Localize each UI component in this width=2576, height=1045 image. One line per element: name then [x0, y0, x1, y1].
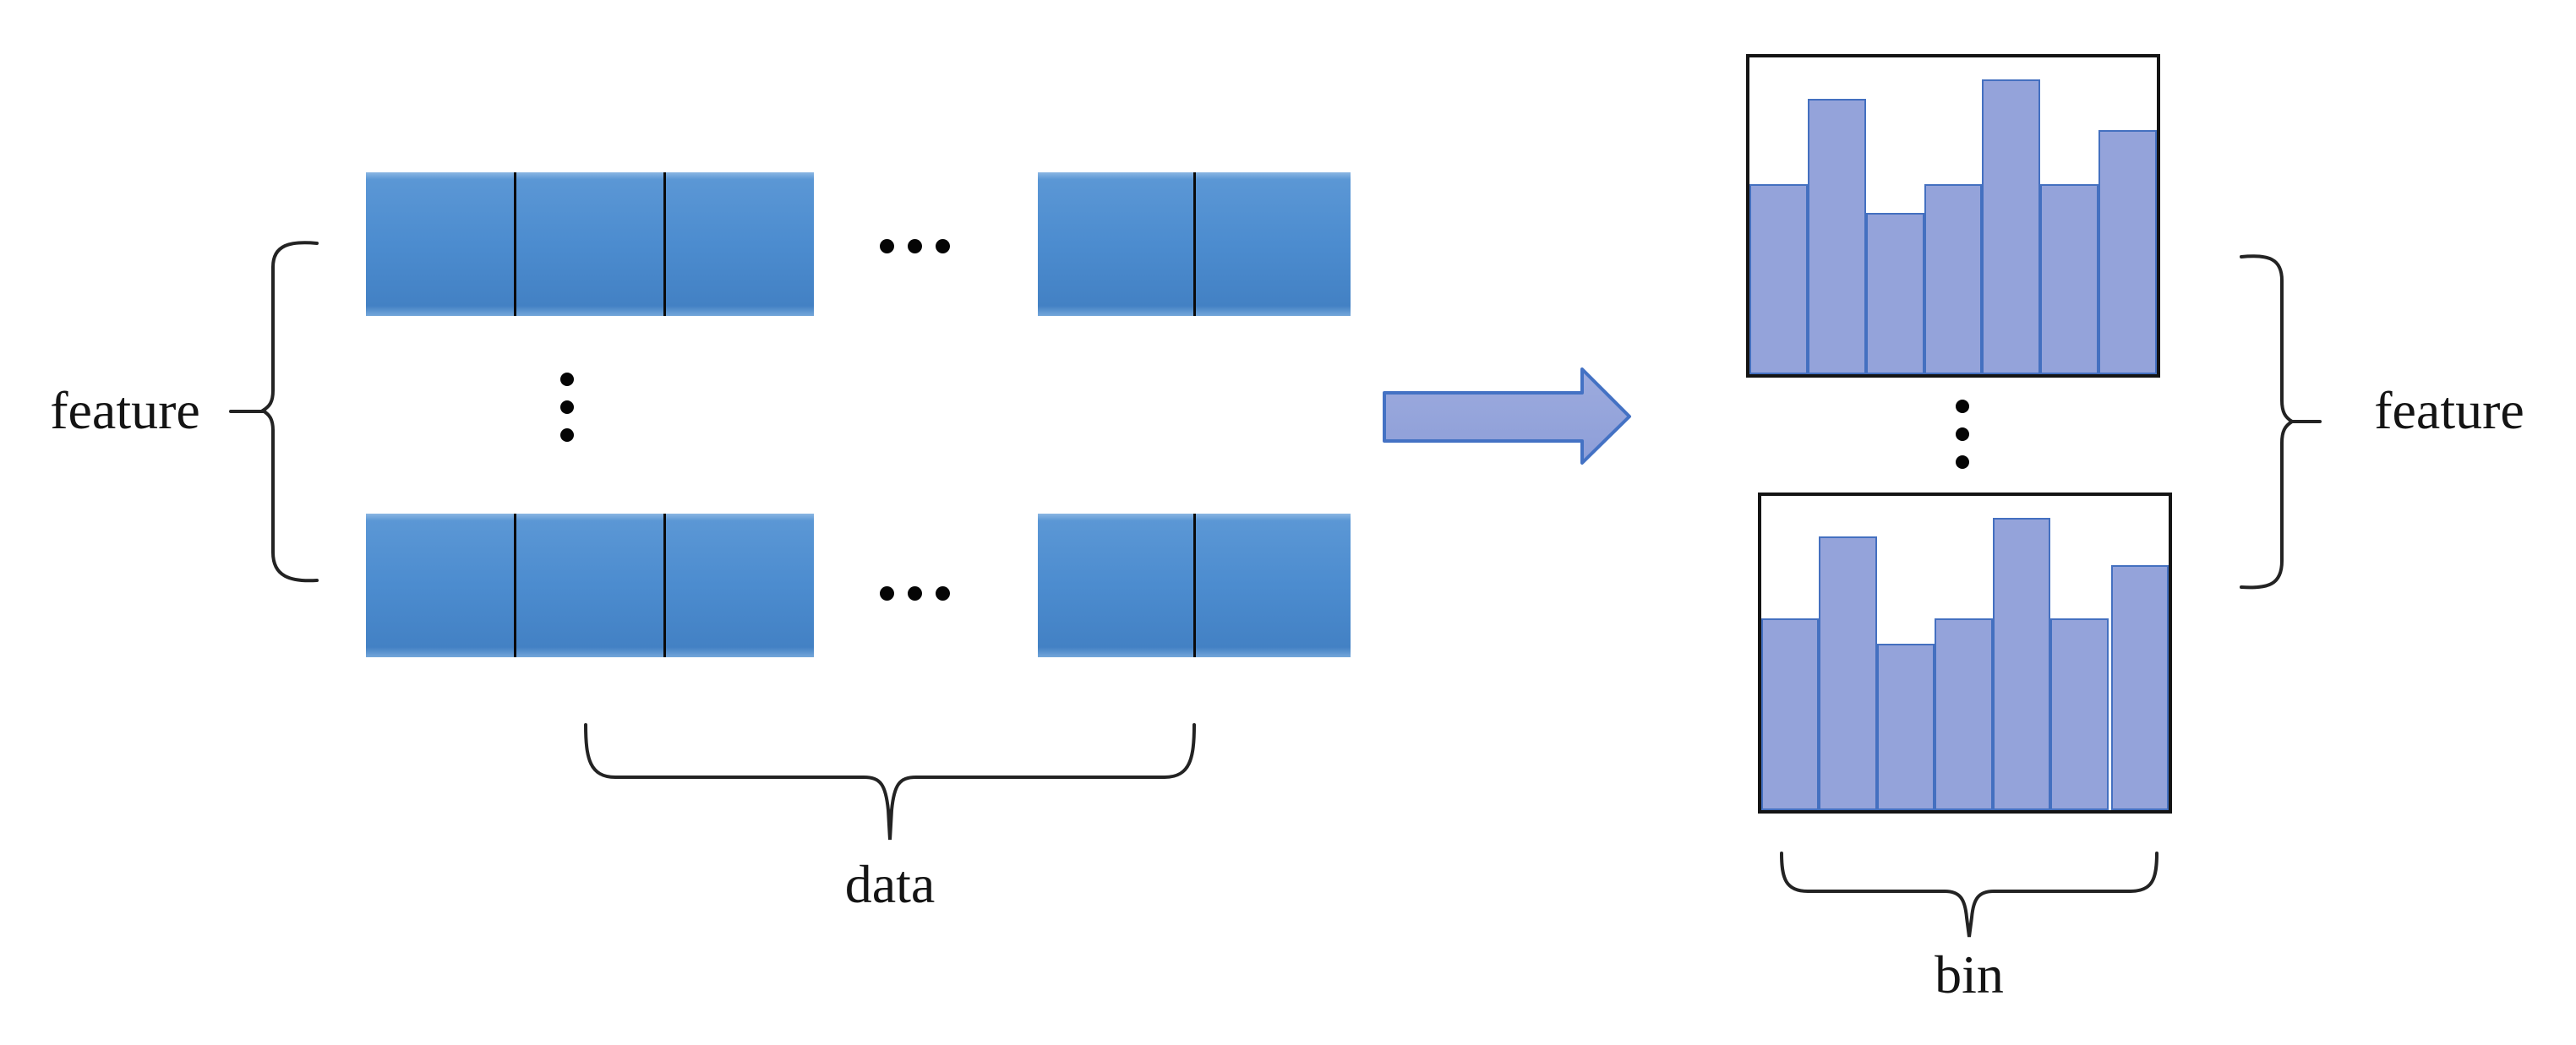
data-brace: [584, 723, 1196, 841]
histogram-bar: [1749, 184, 1808, 374]
histogram-bar: [2110, 564, 2169, 810]
feature-histogram-top: [1746, 54, 2160, 378]
data-cell: [513, 172, 664, 316]
right-feature-label: feature: [2374, 380, 2524, 440]
data-cell: [1038, 172, 1193, 316]
ellipsis-dot: [880, 239, 894, 253]
ellipsis-dot: [936, 586, 950, 601]
data-row-segment: [366, 514, 814, 657]
ellipsis-dot: [1956, 455, 1969, 469]
bin-brace: [1780, 852, 2158, 938]
ellipsis-dot: [908, 239, 922, 253]
ellipsis-dot: [908, 586, 922, 601]
data-cell: [663, 172, 814, 316]
horizontal-ellipsis-dots: [880, 586, 950, 601]
data-cell: [1192, 172, 1351, 316]
data-cell: [366, 172, 514, 316]
ellipsis-dot: [936, 239, 950, 253]
left-feature-label: feature: [50, 380, 200, 440]
histogram-bar: [1807, 98, 1866, 374]
histogram-bar: [1924, 184, 1983, 374]
histogram-bar: [1982, 79, 2041, 374]
histogram-bar: [1992, 518, 2051, 810]
data-cell: [513, 514, 664, 657]
data-row-segment: [366, 172, 814, 316]
data-cell: [366, 514, 514, 657]
ellipsis-dot: [1956, 427, 1969, 441]
ellipsis-dot: [560, 428, 574, 442]
histogram-bar: [1761, 618, 1820, 810]
data-label: data: [844, 854, 936, 914]
data-cell: [1192, 514, 1351, 657]
histogram-bar: [1935, 618, 1993, 810]
histogram-bar: [1865, 212, 1924, 374]
histogram-bar: [2098, 130, 2158, 374]
histogram-bar: [1876, 643, 1935, 810]
transform-arrow-icon: [1383, 367, 1631, 465]
left-feature-brace: [229, 241, 319, 583]
vertical-ellipsis-dots: [1956, 400, 1969, 469]
ellipsis-dot: [880, 586, 894, 601]
bin-label: bin: [1935, 944, 2004, 1004]
data-cell: [663, 514, 814, 657]
right-feature-brace: [2240, 254, 2322, 590]
histogram-bar: [2040, 184, 2099, 374]
feature-histogram-bottom: [1758, 493, 2172, 814]
ellipsis-dot: [1956, 400, 1969, 413]
data-cell: [1038, 514, 1193, 657]
data-row-segment: [1038, 172, 1351, 316]
vertical-ellipsis-dots: [560, 373, 574, 442]
histogram-bar: [1819, 536, 1877, 810]
histogram-bar: [2050, 618, 2109, 810]
ellipsis-dot: [560, 400, 574, 414]
data-row-segment: [1038, 514, 1351, 657]
horizontal-ellipsis-dots: [880, 239, 950, 253]
ellipsis-dot: [560, 373, 574, 386]
